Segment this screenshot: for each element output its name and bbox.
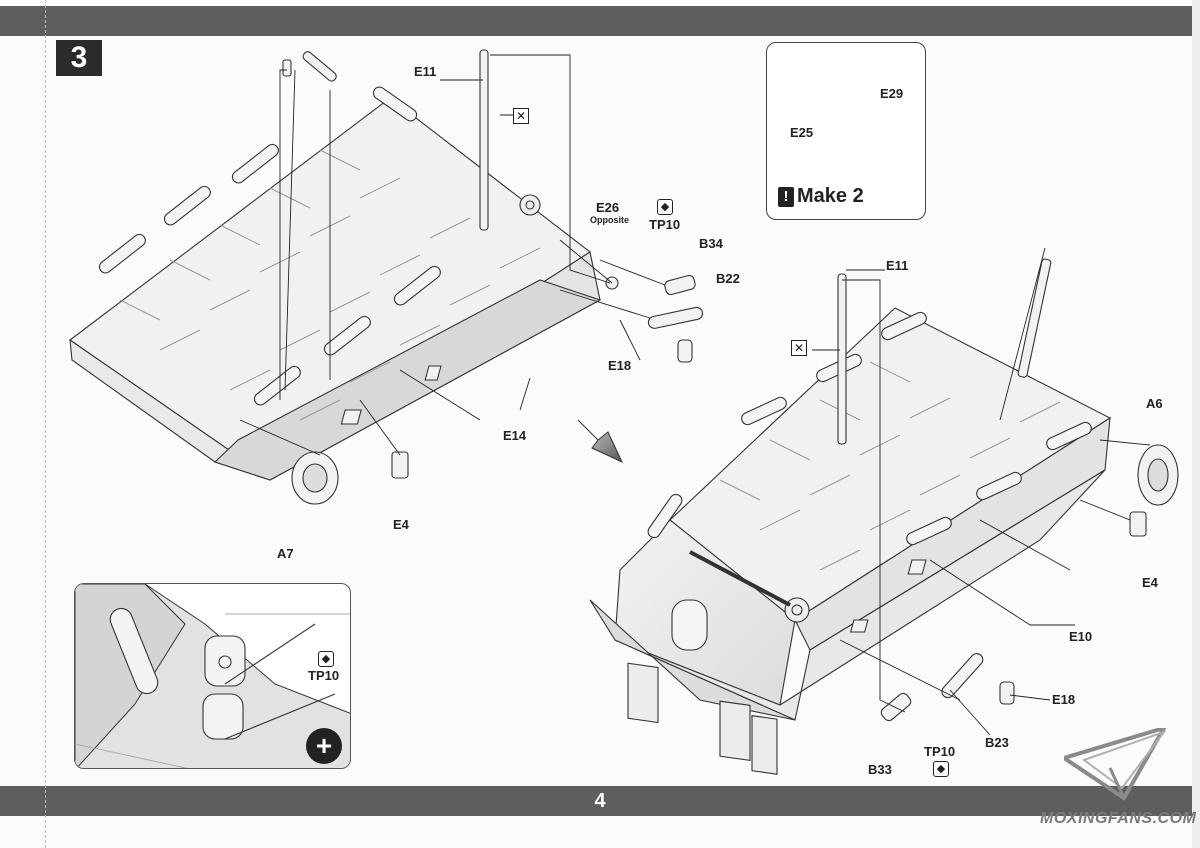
- right-hull: [589, 307, 1112, 775]
- label-e10: E10: [1069, 629, 1093, 644]
- left-exploded-parts: [282, 49, 704, 505]
- left-leader-lines: [239, 54, 666, 456]
- label-e18-right: E18: [1052, 692, 1076, 707]
- make-two-text: Make 2: [797, 185, 864, 207]
- footer-band: [0, 786, 1200, 816]
- header-band: [0, 6, 1200, 36]
- right-leader-lines: [812, 247, 1151, 736]
- watermark-logo: [1064, 728, 1167, 801]
- label-e26-note: Opposite: [590, 215, 630, 225]
- cut-off-icon-right: ✕: [791, 340, 807, 356]
- label-e11-right: E11: [886, 258, 909, 273]
- make-two-callout: [766, 42, 926, 220]
- make-two-label: ! Make 2: [778, 185, 864, 208]
- label-e14: E14: [503, 428, 527, 443]
- page-number: 4: [594, 789, 606, 812]
- label-b22: B22: [716, 271, 740, 286]
- label-tp10-top: TP10: [649, 217, 681, 232]
- label-e25: E25: [790, 125, 814, 140]
- binding-margin: [36, 0, 46, 848]
- left-hull: [69, 86, 602, 481]
- label-e26: E26: [596, 200, 620, 215]
- page-edge: [1192, 0, 1200, 848]
- label-tp10-bottom: TP10: [924, 744, 956, 759]
- label-e18-left: E18: [608, 358, 632, 373]
- warning-icon: !: [778, 186, 794, 207]
- glue-icon-bottom: ◆: [933, 761, 949, 777]
- label-e4-right: E4: [1142, 575, 1158, 590]
- flow-arrow: [577, 419, 624, 464]
- glue-icon-detail: ◆: [318, 651, 334, 667]
- detail-zoom-box: [74, 583, 351, 769]
- detail-drawing: [75, 584, 350, 768]
- label-b23: B23: [985, 735, 1009, 750]
- right-exploded-parts: [837, 258, 1179, 722]
- label-b33: B33: [868, 762, 892, 777]
- label-e29: E29: [880, 86, 904, 101]
- cut-off-icon-left: ✕: [513, 108, 529, 124]
- label-e11-left: E11: [414, 64, 437, 79]
- label-tp10-detail: TP10: [308, 668, 340, 683]
- label-b34: B34: [699, 236, 723, 251]
- watermark-text: MOXINGFANS.COM: [1040, 810, 1197, 827]
- label-a7: A7: [277, 546, 294, 561]
- glue-icon-top: ◆: [657, 199, 673, 215]
- label-a6: A6: [1146, 396, 1163, 411]
- magnify-plus-icon: +: [306, 728, 342, 764]
- step-number-badge: 3: [56, 40, 102, 76]
- label-e4-left: E4: [393, 517, 409, 532]
